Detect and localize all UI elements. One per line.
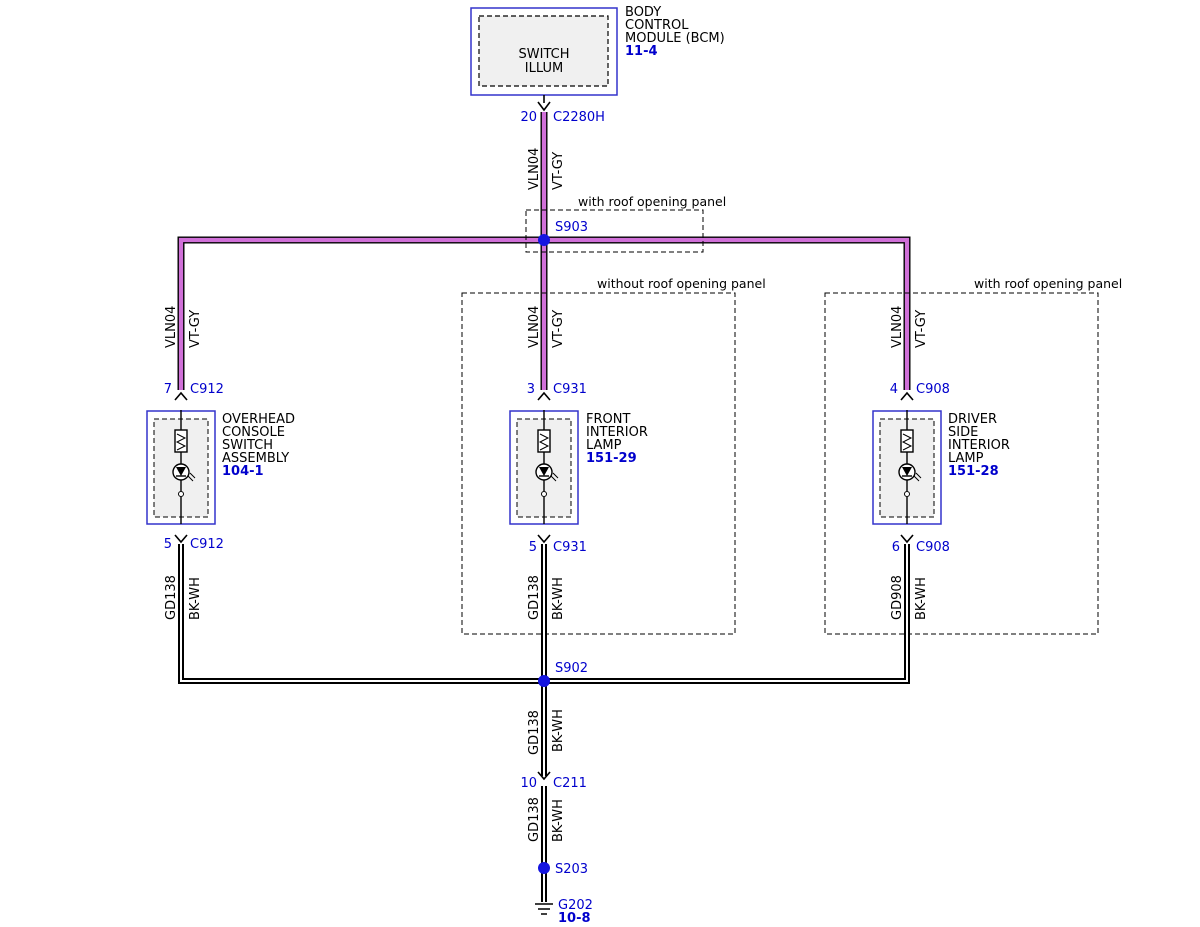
splice-s203-label[interactable]: S203 xyxy=(555,862,588,877)
connector-c2280h-arrow xyxy=(537,101,551,112)
c211-arrow xyxy=(537,771,551,781)
center-gnd-circuit: GD138 xyxy=(527,575,542,620)
zone-center-note: without roof opening panel xyxy=(597,276,766,291)
bcm-ref-link[interactable]: 11-4 xyxy=(625,44,658,59)
left-wire-circuit: VLN04 xyxy=(164,306,179,348)
c912-in-arrow xyxy=(174,391,188,401)
ground-ref-link[interactable]: 10-8 xyxy=(558,911,591,926)
zone-with-roof-panel xyxy=(824,292,1099,635)
right-pin-out: 6 xyxy=(892,540,900,555)
right-conn-in[interactable]: C908 xyxy=(916,382,950,397)
center-wire-color: VT-GY xyxy=(551,310,566,348)
left-gnd-color: BK-WH xyxy=(188,577,203,620)
s903-option-box xyxy=(525,209,704,253)
c211-s203-circuit: GD138 xyxy=(527,797,542,842)
center-wire-circuit: VLN04 xyxy=(527,306,542,348)
splice-s902-label[interactable]: S902 xyxy=(555,661,588,676)
bcm-name-2: CONTROL xyxy=(625,18,689,33)
right-pin-in: 4 xyxy=(890,382,898,397)
c211-connector[interactable]: C211 xyxy=(553,776,587,791)
c931-in-arrow xyxy=(537,391,551,401)
left-conn-out[interactable]: C912 xyxy=(190,537,224,552)
left-wire-color: VT-GY xyxy=(188,310,203,348)
bcm-inner-label-2: ILLUM xyxy=(525,61,563,76)
left-name-3: SWITCH xyxy=(222,438,273,453)
center-conn-out[interactable]: C931 xyxy=(553,540,587,555)
bcm-name-3: MODULE (BCM) xyxy=(625,31,725,46)
zone-right-note: with roof opening panel xyxy=(974,276,1122,291)
c908-in-arrow xyxy=(900,391,914,401)
bcm-connector[interactable]: C2280H xyxy=(553,110,605,125)
center-gnd-color: BK-WH xyxy=(551,577,566,620)
zone-without-roof-panel xyxy=(461,292,736,635)
left-name-2: CONSOLE xyxy=(222,425,285,440)
bcm-module[interactable]: SWITCH ILLUM xyxy=(470,7,618,96)
splice-s903-label[interactable]: S903 xyxy=(555,220,588,235)
left-pin-out: 5 xyxy=(164,537,172,552)
center-pin-in: 3 xyxy=(527,382,535,397)
right-gnd-color: BK-WH xyxy=(914,577,929,620)
center-pin-out: 5 xyxy=(529,540,537,555)
s903-note: with roof opening panel xyxy=(578,194,726,209)
center-name-3: LAMP xyxy=(586,438,622,453)
overhead-console-switch-assembly[interactable] xyxy=(146,409,216,525)
front-interior-lamp[interactable] xyxy=(509,409,579,525)
bcm-name-1: BODY xyxy=(625,5,661,20)
left-gnd-circuit: GD138 xyxy=(164,575,179,620)
driver-side-interior-lamp[interactable] xyxy=(872,409,942,525)
right-ref-link[interactable]: 151-28 xyxy=(948,464,999,479)
splice-s903-dot[interactable] xyxy=(538,234,550,246)
c908-out-arrow xyxy=(900,534,914,544)
right-name-3: INTERIOR xyxy=(948,438,1010,453)
splice-s902-dot[interactable] xyxy=(538,675,550,687)
right-gnd-circuit: GD908 xyxy=(890,575,905,620)
center-name-2: INTERIOR xyxy=(586,425,648,440)
right-name-1: DRIVER xyxy=(948,412,997,427)
splice-s203-dot[interactable] xyxy=(538,862,550,874)
center-ref-link[interactable]: 151-29 xyxy=(586,451,637,466)
right-wire-circuit: VLN04 xyxy=(890,306,905,348)
center-conn-in[interactable]: C931 xyxy=(553,382,587,397)
left-name-4: ASSEMBLY xyxy=(222,451,289,466)
wire-top-circuit: VLN04 xyxy=(527,148,542,190)
ground-id[interactable]: G202 xyxy=(558,898,593,913)
wire-top-color: VT-GY xyxy=(551,152,566,190)
left-conn-in[interactable]: C912 xyxy=(190,382,224,397)
left-ref-link[interactable]: 104-1 xyxy=(222,464,264,479)
s902-c211-circuit: GD138 xyxy=(527,710,542,755)
c211-s203-color: BK-WH xyxy=(551,799,566,842)
ground-icon xyxy=(535,903,553,915)
s902-c211-color: BK-WH xyxy=(551,709,566,752)
c211-pin: 10 xyxy=(520,776,537,791)
left-pin-in: 7 xyxy=(164,382,172,397)
c931-out-arrow xyxy=(537,534,551,544)
ground-wire-harness xyxy=(178,544,910,902)
right-name-2: SIDE xyxy=(948,425,978,440)
right-name-4: LAMP xyxy=(948,451,984,466)
right-wire-color: VT-GY xyxy=(914,310,929,348)
center-name-1: FRONT xyxy=(586,412,630,427)
violet-wire-harness xyxy=(177,112,911,390)
left-name-1: OVERHEAD xyxy=(222,412,295,427)
right-conn-out[interactable]: C908 xyxy=(916,540,950,555)
c912-out-arrow xyxy=(174,534,188,544)
bcm-pin: 20 xyxy=(520,110,537,125)
bcm-inner-label-1: SWITCH xyxy=(519,47,570,62)
